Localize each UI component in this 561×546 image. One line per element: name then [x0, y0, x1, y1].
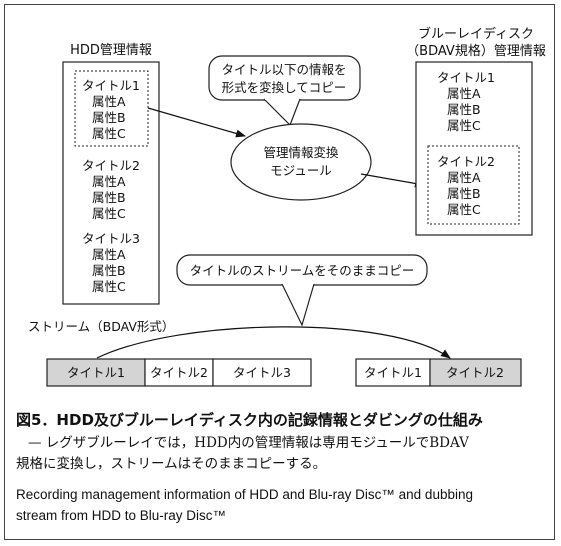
stream-left-title1-label: タイトル1 — [67, 365, 125, 380]
caption-en-line1: Recording management information of HDD … — [16, 487, 473, 502]
callout-top-pointer — [263, 98, 301, 127]
stream-left-title3-label: タイトル3 — [233, 365, 291, 380]
bd-header-line1: ブルーレイディスク — [418, 26, 534, 42]
bd-header-line2: （BDAV規格）管理情報 — [406, 43, 546, 59]
caption-jp-line2: 規格に変換し，ストリームはそのままコピーする。 — [16, 456, 327, 472]
hdd-title3-attr-a: 属性A — [92, 247, 126, 262]
hdd-header: HDD管理情報 — [70, 43, 152, 58]
bd-title2-attr-c: 属性C — [447, 202, 481, 217]
hdd-title2-attr-b: 属性B — [92, 190, 126, 205]
hdd-title3: タイトル3 — [82, 231, 140, 246]
stream-right-title1-label: タイトル1 — [364, 365, 422, 380]
hdd-title3-attr-c: 属性C — [92, 279, 126, 294]
hdd-title1-dashed-group — [74, 70, 149, 147]
caption-jp-line1: — レグザブルーレイでは，HDD内の管理情報は専用モジュールでBDAV — [28, 435, 469, 451]
arrow-module-to-bd — [360, 173, 425, 188]
hdd-title2-attr-a: 属性A — [92, 174, 126, 189]
arrow-hdd-to-module — [147, 107, 246, 138]
hdd-title3-attr-b: 属性B — [92, 263, 126, 278]
stream-label: ストリーム（BDAV形式） — [28, 319, 174, 334]
stream-right-title2 — [429, 358, 522, 387]
caption-title: 図5．HDD及びブルーレイディスク内の記録情報とダビングの仕組み — [16, 411, 483, 429]
bd-title1-attr-a: 属性A — [447, 86, 481, 101]
bd-title1-attr-c: 属性C — [447, 118, 481, 133]
hdd-box — [62, 61, 160, 305]
module-ellipse — [230, 123, 372, 201]
bd-title1-attr-b: 属性B — [447, 102, 481, 117]
stream-left-title2-label: タイトル2 — [150, 365, 208, 380]
stream-right-title1 — [355, 358, 431, 387]
callout-top-line1: タイトル以下の情報を — [221, 62, 346, 77]
bd-title2-attr-b: 属性B — [447, 186, 481, 201]
hdd-title1-attr-c: 属性C — [92, 126, 126, 141]
caption-en-line2: stream from HDD to Blu-ray Disc™ — [16, 508, 227, 523]
module-line1: 管理情報変換 — [263, 145, 339, 160]
bd-title2: タイトル2 — [437, 154, 495, 169]
stream-left-title3 — [212, 358, 312, 387]
stream-left-title1 — [46, 358, 146, 387]
bd-box — [415, 61, 533, 236]
hdd-title1: タイトル1 — [82, 78, 140, 93]
hdd-title1-attr-a: 属性A — [92, 94, 126, 109]
hdd-title1-attr-b: 属性B — [92, 110, 126, 125]
stream-copy-arrow — [96, 326, 451, 359]
caption-japanese: — レグザブルーレイでは，HDD内の管理情報は専用モジュールでBDAV 規格に変… — [16, 433, 546, 475]
hdd-title2: タイトル2 — [82, 158, 140, 173]
callout-top-line2: 形式を変換してコピー — [222, 80, 347, 95]
callout-bottom-text: タイトルのストリームをそのままコピー — [190, 263, 415, 278]
stream-right-title2-label: タイトル2 — [446, 365, 504, 380]
hdd-title2-attr-c: 属性C — [92, 206, 126, 221]
bd-title2-attr-a: 属性A — [447, 170, 481, 185]
module-line2: モジュール — [270, 163, 332, 178]
bd-title2-dashed-group — [427, 145, 520, 225]
bd-title1: タイトル1 — [437, 70, 495, 85]
callout-bottom-pointer — [281, 283, 315, 327]
caption-english: Recording management information of HDD … — [16, 484, 546, 526]
